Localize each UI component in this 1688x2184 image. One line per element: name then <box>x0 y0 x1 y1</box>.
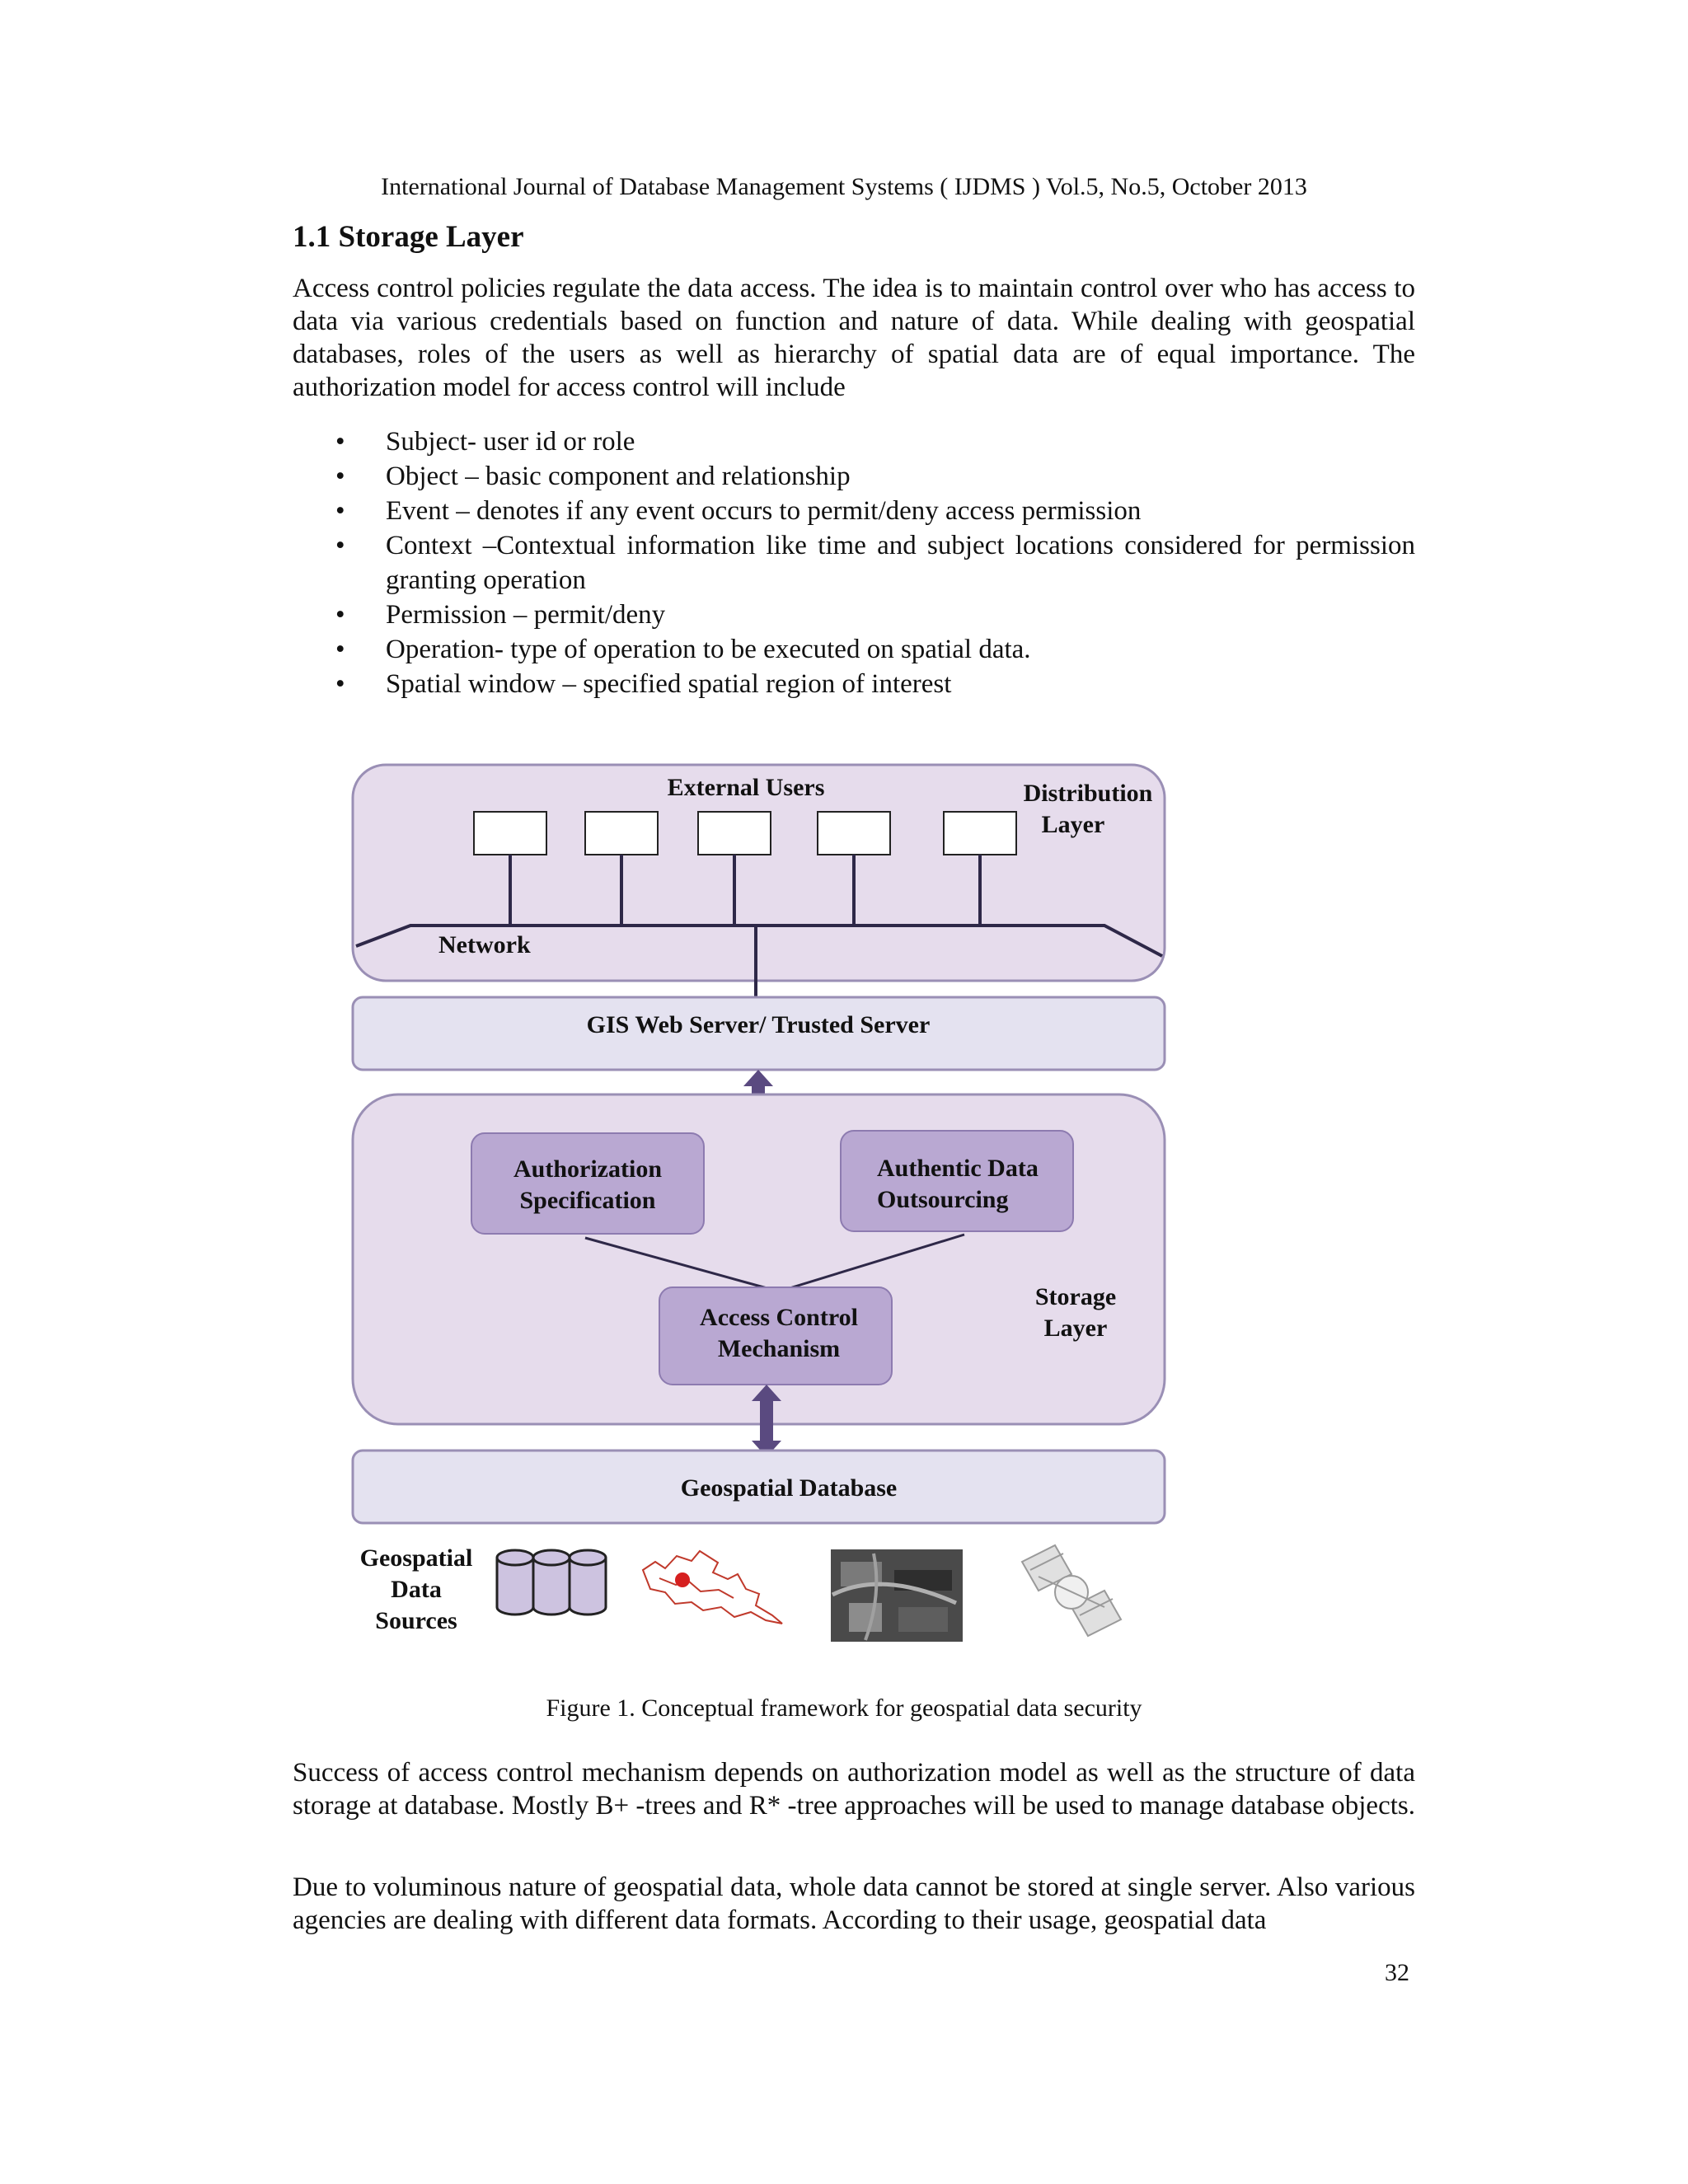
database-cylinders-icon <box>495 1549 607 1616</box>
storage-layer-label-2: Layer <box>1044 1315 1108 1342</box>
sources-label-2: Data <box>391 1576 442 1603</box>
sources-label-3: Sources <box>375 1607 457 1634</box>
gis-server-bar <box>351 996 1166 1071</box>
map-outline-icon <box>641 1549 783 1624</box>
user-box <box>584 811 659 855</box>
satellite-icon <box>1020 1544 1123 1638</box>
bullet-dot: • <box>335 600 345 630</box>
list-item: • Object – basic component and relationsh… <box>293 459 1415 494</box>
access-control-label-2: Mechanism <box>718 1335 840 1362</box>
user-box <box>473 811 547 855</box>
map-marker-icon <box>675 1572 690 1587</box>
list-item-text: Spatial window – specified spatial regio… <box>386 669 952 699</box>
list-item: • Context –Contextual information like ti… <box>293 528 1415 598</box>
figure-caption: Figure 1. Conceptual framework for geosp… <box>546 1694 1142 1722</box>
storage-layer-label: Storage <box>1035 1283 1116 1310</box>
network-lines <box>355 855 1163 997</box>
paragraph-success: Success of access control mechanism depe… <box>293 1758 1415 1821</box>
connector-lines <box>584 1233 965 1293</box>
list-item-text: Operation- type of operation to be execu… <box>386 635 1031 664</box>
framework-diagram: External Users Distribution Layer Networ… <box>351 763 1166 1642</box>
bullet-dot: • <box>335 669 345 699</box>
bullet-dot: • <box>335 462 345 491</box>
authorization-label: Authorization <box>513 1155 662 1183</box>
geospatial-database-label: Geospatial Database <box>681 1474 898 1502</box>
user-box <box>697 811 771 855</box>
authentic-data-label-2: Outsourcing <box>877 1186 1008 1213</box>
bullet-dot: • <box>335 531 345 560</box>
list-item-text: Object – basic component and relationshi… <box>386 462 851 491</box>
authorization-box <box>471 1132 705 1235</box>
paragraph-voluminous: Due to voluminous nature of geospatial d… <box>293 1872 1415 1935</box>
list-item-text: Context –Contextual information like tim… <box>386 531 1415 595</box>
bullet-dot: • <box>335 496 345 526</box>
list-item: • Event – denotes if any event occurs to … <box>293 494 1415 528</box>
journal-header: International Journal of Database Manage… <box>381 173 1307 200</box>
bullet-dot: • <box>335 427 345 457</box>
authentic-data-box <box>840 1130 1074 1232</box>
list-item: • Spatial window – specified spatial regi… <box>293 667 1415 701</box>
list-item-text: Subject- user id or role <box>386 427 635 457</box>
authorization-label-2: Specification <box>520 1187 656 1214</box>
list-item: • Permission – permit/deny <box>293 598 1415 632</box>
geospatial-database-bar <box>351 1449 1166 1525</box>
sources-label: Geospatial <box>360 1544 473 1572</box>
access-control-label: Access Control <box>700 1304 858 1331</box>
user-box <box>817 811 891 855</box>
distribution-layer-label-2: Layer <box>1042 811 1105 838</box>
authentic-data-label: Authentic Data <box>877 1155 1039 1182</box>
list-item-text: Event – denotes if any event occurs to p… <box>386 496 1142 526</box>
list-item: • Subject- user id or role <box>293 424 1415 459</box>
network-label: Network <box>438 931 531 958</box>
section-title: 1.1 Storage Layer <box>293 220 524 254</box>
external-users-label: External Users <box>668 774 825 801</box>
list-item: • Operation- type of operation to be exec… <box>293 632 1415 667</box>
list-item-text: Permission – permit/deny <box>386 600 666 630</box>
distribution-layer-label: Distribution <box>1024 780 1153 807</box>
access-control-box <box>659 1286 893 1385</box>
aerial-photo-icon <box>831 1549 963 1642</box>
user-box <box>943 811 1017 855</box>
bullet-list: • Subject- user id or role • Object – basi… <box>293 424 1415 701</box>
paragraph-intro: Access control policies regulate the dat… <box>293 274 1415 402</box>
gis-server-label: GIS Web Server/ Trusted Server <box>587 1011 931 1038</box>
page-number: 32 <box>1385 1959 1409 1986</box>
bullet-dot: • <box>335 635 345 664</box>
double-arrow-icon <box>752 1385 781 1457</box>
